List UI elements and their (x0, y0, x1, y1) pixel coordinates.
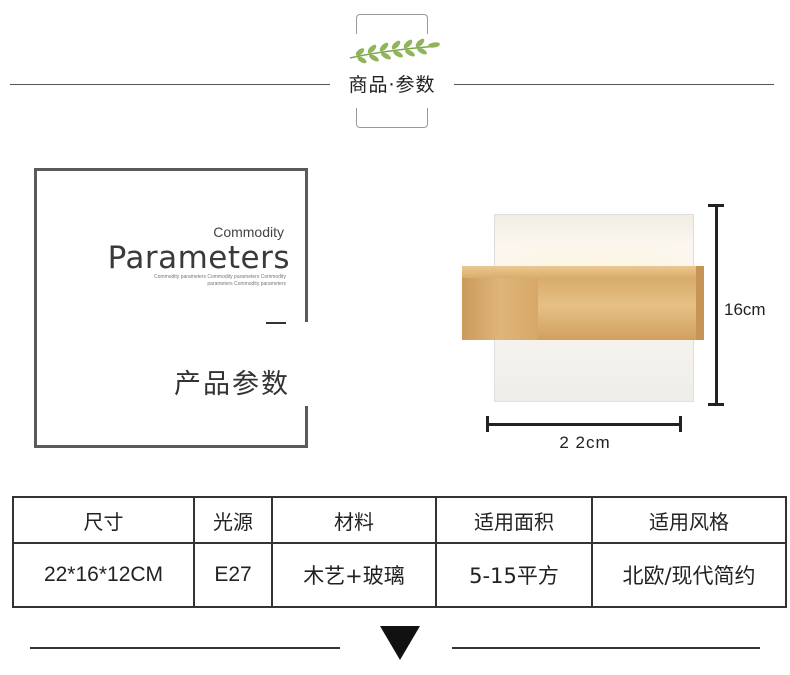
spec-header-size: 尺寸 (12, 496, 195, 544)
spec-value-light: E27 (193, 542, 273, 608)
spec-value-size: 22*16*12CM (12, 542, 195, 608)
spec-header-material: 材料 (271, 496, 437, 544)
card-small-line-2: parameters Commodity parameters (207, 281, 286, 287)
leaf-branch-icon (349, 38, 440, 64)
header-bracket (356, 14, 428, 128)
width-dimension-label: 2 2cm (559, 433, 611, 452)
card-dash (266, 322, 286, 324)
section-title: 商品·参数 (330, 72, 454, 98)
spec-header-row: 尺寸 光源 材料 适用面积 适用风格 (12, 496, 787, 544)
lamp-glass-top (494, 214, 694, 274)
header-rule-right (452, 84, 774, 85)
footer-rule-right (452, 647, 760, 649)
width-dimension-line (487, 423, 681, 426)
lamp-wood-side (462, 266, 538, 340)
lamp-glass-bottom (494, 334, 694, 402)
spec-value-material: 木艺+玻璃 (271, 542, 437, 608)
spec-value-style: 北欧/现代简约 (591, 542, 787, 608)
down-triangle-icon (380, 626, 420, 660)
header-rule-left (10, 84, 332, 85)
card-small-print: Commodity parameters Commodity parameter… (150, 274, 286, 288)
card-chinese-title: 产品参数 (174, 369, 290, 400)
lamp-wood-top (462, 266, 700, 278)
card-parameters-heading: Parameters (107, 240, 290, 276)
spec-table: 尺寸 光源 材料 适用面积 适用风格 22*16*12CM E27 木艺+玻璃 … (12, 496, 787, 608)
card-commodity-label: Commodity (213, 224, 284, 240)
lamp-wood-edge (696, 266, 704, 340)
height-dimension-label: 16cm (724, 300, 766, 319)
height-dimension-cap-bottom (708, 403, 724, 406)
card-border-gap (300, 322, 312, 406)
footer-rule-left (30, 647, 340, 649)
height-dimension-cap-top (708, 204, 724, 207)
spec-header-light: 光源 (193, 496, 273, 544)
spec-header-style: 适用风格 (591, 496, 787, 544)
width-dimension-cap-right (679, 416, 682, 432)
spec-value-row: 22*16*12CM E27 木艺+玻璃 5-15平方 北欧/现代简约 (12, 542, 787, 608)
lamp-wood-front (536, 278, 700, 340)
spec-header-area: 适用面积 (435, 496, 593, 544)
card-small-line-1: Commodity parameters Commodity parameter… (154, 274, 286, 280)
parameters-card (34, 168, 308, 448)
spec-value-area: 5-15平方 (435, 542, 593, 608)
width-dimension-cap-left (486, 416, 489, 432)
height-dimension-line (715, 205, 718, 405)
